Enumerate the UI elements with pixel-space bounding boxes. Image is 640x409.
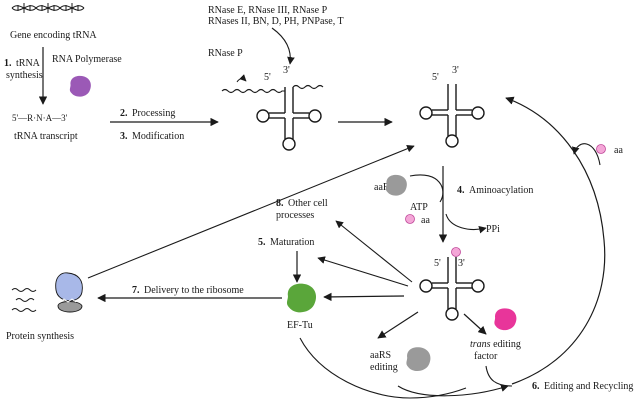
mature-5prime: 5' xyxy=(432,72,439,83)
charged-aa-icon xyxy=(451,247,461,257)
step6-label: Editing and Recycling xyxy=(544,381,633,392)
mature-3prime: 3' xyxy=(452,65,459,76)
rna-polymerase-label: RNA Polymerase xyxy=(52,54,122,65)
protein-synthesis-label: Protein synthesis xyxy=(6,331,74,342)
to-eftu-arrow xyxy=(323,292,405,302)
step8-label-line1: Other cell xyxy=(288,198,328,209)
eftu-recycle-curve xyxy=(299,337,467,399)
aars-editing-arrow xyxy=(377,311,419,339)
step8-label-line2: processes xyxy=(276,210,314,221)
rnases-line1: RNase E, RNase III, RNase P xyxy=(208,5,328,16)
step4-label: Aminoacylation xyxy=(469,185,533,196)
recycle-to-trna-arrow xyxy=(87,145,415,279)
trans-rest: editing xyxy=(491,339,521,350)
aars-icon xyxy=(385,174,407,196)
rnase-arrow xyxy=(271,27,295,65)
aa-label-center: aa xyxy=(421,215,430,226)
step5-number: 5. xyxy=(258,237,266,248)
step4-number: 4. xyxy=(457,185,465,196)
ef-tu-label: EF-Tu xyxy=(287,320,313,331)
transcript-sequence: 5'—R·N·A—3' xyxy=(12,113,68,123)
aars-label: aaRS xyxy=(374,182,395,193)
rna-polymerase-icon xyxy=(69,75,91,97)
atp-curve xyxy=(409,174,444,203)
step3-label: Modification xyxy=(132,131,184,142)
step7-number: 7. xyxy=(132,285,140,296)
precursor-5prime: 5' xyxy=(264,72,271,83)
step7-label: Delivery to the ribosome xyxy=(144,285,244,296)
step1-label-line2: synthesis xyxy=(6,70,43,81)
aars-editing-line2: editing xyxy=(370,362,398,373)
trans-word: trans xyxy=(470,339,491,350)
other-processes-arrow xyxy=(335,220,413,283)
step8-number: 8. xyxy=(276,198,284,209)
trans-editing-factor-icon xyxy=(494,308,517,331)
amino-acid-icon-center xyxy=(405,214,415,224)
gene-label: Gene encoding tRNA xyxy=(10,30,97,41)
mature-trna xyxy=(419,83,485,148)
amino-acid-icon-right xyxy=(596,144,606,154)
aa-release-arrow xyxy=(571,143,601,166)
trans-editing-arrow xyxy=(463,313,487,335)
step1-number: 1. xyxy=(4,58,12,69)
ppi-curve xyxy=(445,213,487,234)
aars-editing-icon xyxy=(406,347,431,372)
aa-label-right: aa xyxy=(614,145,623,156)
aminoacyl-trna xyxy=(419,256,485,321)
maturation-arrow xyxy=(317,256,409,287)
polypeptide-chains xyxy=(11,288,37,312)
rnases-line2: RNases II, BN, D, PH, PNPase, T xyxy=(208,16,344,27)
recycling-main-arrow xyxy=(505,96,606,385)
precursor-trna xyxy=(221,74,324,151)
ef-tu-icon xyxy=(287,283,317,313)
step2-number: 2. xyxy=(120,108,128,119)
step1-label-line1: tRNA xyxy=(16,58,41,69)
aars-recycle-curve xyxy=(397,384,509,397)
trna-transcript-label: tRNA transcript xyxy=(14,131,78,142)
aars-editing-line1: aaRS xyxy=(370,350,391,361)
rnase-p-label: RNase P xyxy=(208,48,243,59)
charged-5prime: 5' xyxy=(434,258,441,269)
step3-number: 3. xyxy=(120,131,128,142)
step2-label: Processing xyxy=(132,108,175,119)
trans-editing-line2: factor xyxy=(474,351,498,362)
trans-editing-label: trans editing xyxy=(470,339,521,350)
trans-recycle-curve xyxy=(485,365,513,387)
step6-number: 6. xyxy=(532,381,540,392)
ribosome-icon xyxy=(55,272,83,313)
precursor-3prime: 3' xyxy=(283,65,290,76)
charged-3prime: 3' xyxy=(458,258,465,269)
dna-helix-icon xyxy=(11,3,85,13)
ppi-label: PPi xyxy=(486,224,500,235)
atp-label: ATP xyxy=(410,202,428,213)
step5-label: Maturation xyxy=(270,237,314,248)
